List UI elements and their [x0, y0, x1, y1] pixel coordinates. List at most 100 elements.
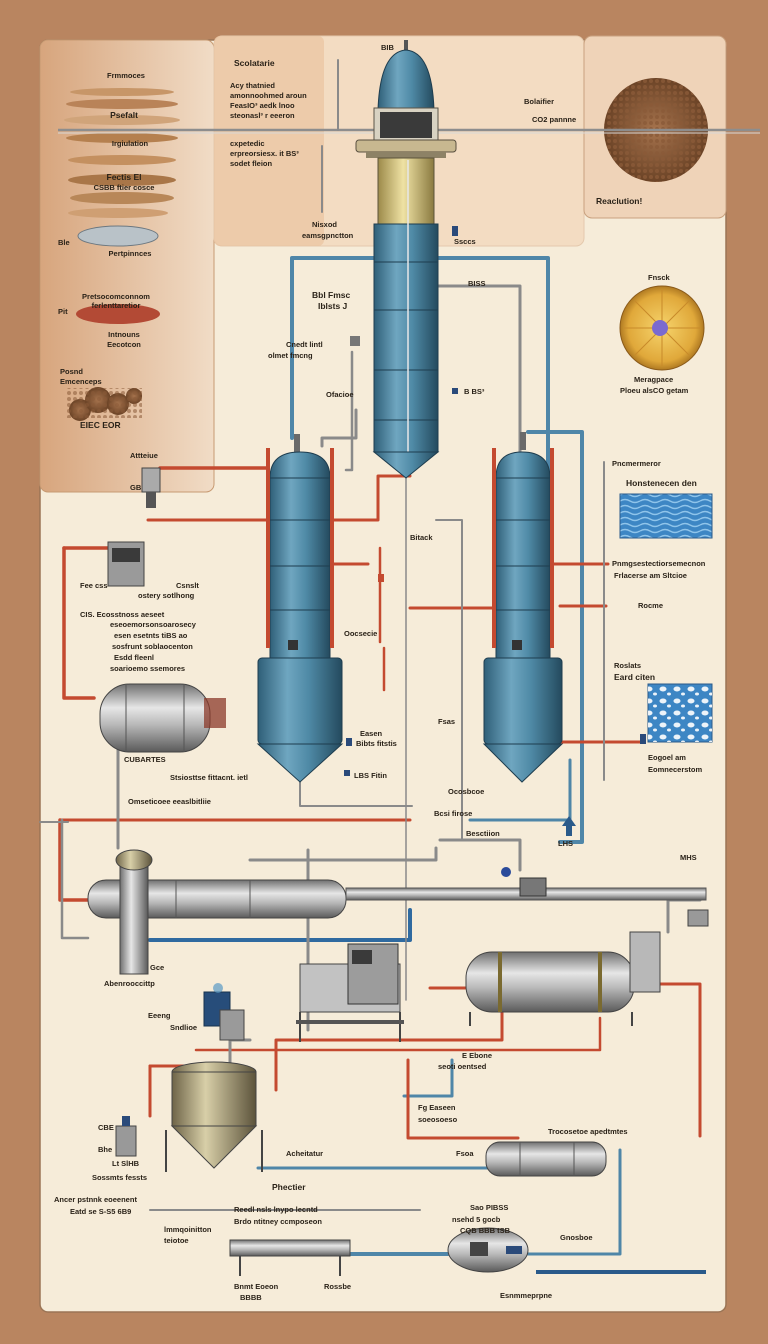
- right-reactor-vessel: [482, 432, 564, 783]
- label-besctiion: Besctiion: [466, 829, 500, 838]
- tl-label-1: Psefalt: [110, 110, 138, 120]
- label-olmet: olmet fmcng: [268, 351, 313, 360]
- central-distillation-column: [355, 40, 457, 479]
- label-bbs: B BS³: [464, 387, 485, 396]
- tl-label-10: Intnouns: [108, 330, 140, 339]
- bottom-round-tank: [447, 1227, 706, 1274]
- pipe-network: [39, 59, 702, 1256]
- label-trocosetoe: Trocosetoe apedtmtes: [548, 1127, 628, 1136]
- conical-hopper: [115, 1061, 263, 1172]
- label-brdo: Brdo ntitney ccmposeon: [234, 1217, 322, 1226]
- label-eatd: Eatd se S-S5 6B9: [70, 1207, 131, 1216]
- label-bnmt: Bnmt Eoeon: [234, 1282, 279, 1291]
- label-soeosoeso: soeosoeso: [418, 1115, 458, 1124]
- notes-line-5: erpreorsiesx. it BS³: [230, 149, 299, 158]
- label-iblsts: Iblsts J: [318, 301, 348, 311]
- notes-sub-0: Nisxod: [312, 220, 337, 229]
- label-oocsecie: Oocsecie: [344, 629, 377, 638]
- notes-sub-1: eamsgpnctton: [302, 231, 354, 240]
- left-reactor-vessel: [256, 434, 344, 783]
- label-eseoemor: eseoemorsonsoarosecy: [110, 620, 197, 629]
- label-sndlioe: Sndlioe: [170, 1023, 197, 1032]
- label-meragpace: Meragpace: [634, 375, 673, 384]
- label-eeeng: Eeeng: [148, 1011, 171, 1020]
- label-lhs: LHS: [558, 839, 573, 848]
- label-nsehd: nsehd 5 gocb: [452, 1215, 501, 1224]
- tl-label-9: Pit: [58, 307, 68, 316]
- label-pnmgse: Pnmgsestectiorsemecnon: [612, 559, 706, 568]
- label-csnslt: Csnslt: [176, 581, 199, 590]
- label-soarioemo: soarioemo ssemores: [110, 664, 185, 673]
- label-gnosboe: Gnosboe: [560, 1233, 593, 1242]
- notes-line-2: FeasIO³ aedk lnoo: [230, 101, 295, 110]
- sun-core: [652, 320, 668, 336]
- notes-line-1: amonnoohmed aroun: [230, 91, 307, 100]
- top-left-panel: [39, 39, 215, 493]
- label-ploeu: Ploeu alsCO getam: [620, 386, 689, 395]
- label-ancer: Ancer pstnnk eoeenent: [54, 1195, 137, 1204]
- label-sossmts: Sossmts fessts: [92, 1173, 147, 1182]
- label-frlacerse: Frlacerse am Sltcioe: [614, 571, 687, 580]
- label-eomnecer: Eomnecerstom: [648, 765, 703, 774]
- tl-label-11: Eecotcon: [107, 340, 141, 349]
- small-control-box: [107, 467, 161, 587]
- label-bibts: Bibts fitstis: [356, 739, 397, 748]
- label-ocosbcoe: Ocosbcoe: [448, 787, 484, 796]
- label-lt-slhb: Lt SlHB: [112, 1159, 140, 1168]
- valve-indicators: [344, 226, 646, 776]
- tl-label-16: GB: [130, 483, 142, 492]
- label-honstenecen: Honstenecen den: [626, 478, 697, 488]
- label-roslats: Roslats: [614, 661, 641, 670]
- arrow-head-icon: [562, 816, 576, 826]
- label-finish: Fnsck: [648, 273, 671, 282]
- tl-label-4: CSBB ftier cosce: [94, 183, 155, 192]
- arrow-indicator: [566, 822, 572, 836]
- label-pncmermeror: Pncmermeror: [612, 459, 661, 468]
- wave-panel: [619, 493, 713, 539]
- right-horizontal-drum: [465, 867, 709, 1026]
- tl-label-3: Fectis El: [107, 172, 142, 182]
- label-cnedt: Cnedt lintl: [286, 340, 323, 349]
- label-acheitatur: Acheitatur: [286, 1149, 323, 1158]
- label-fg-easeen: Fg Easeen: [418, 1103, 456, 1112]
- label-cubartes: CUBARTES: [124, 755, 166, 764]
- notes-tag: BIB: [381, 43, 395, 52]
- notes-line-6: sodet fleion: [230, 159, 273, 168]
- label-ostery: ostery sotlhong: [138, 591, 195, 600]
- bottom-right-cylinder: [485, 1141, 607, 1177]
- bubble-texture: [648, 684, 712, 742]
- label-bitack: Bitack: [410, 533, 433, 542]
- label-omseticoee: Omseticoee eeaslbitliie: [128, 797, 211, 806]
- label-gce: Gce: [150, 963, 164, 972]
- label-fee-css: Fee css: [80, 581, 108, 590]
- tl-label-0: Frmmoces: [107, 71, 145, 80]
- label-biss: BISS: [468, 279, 486, 288]
- label-cqb: CQB BBB tSB: [460, 1226, 511, 1235]
- tl-label-12: Posnd: [60, 367, 83, 376]
- label-mhs: MHS: [680, 853, 697, 862]
- label-fsoa: Fsoa: [456, 1149, 474, 1158]
- label-lbs-fitin: LBS Fitin: [354, 771, 387, 780]
- soil-layers-illustration: [64, 88, 180, 421]
- bottom-conveyor: [229, 1239, 351, 1276]
- tr-caption: Reaclution!: [596, 196, 642, 206]
- label-bbbb: BBBB: [240, 1293, 262, 1302]
- label-bcsi: Bcsi firose: [434, 809, 472, 818]
- notes-line-0: Acy thatnied: [230, 81, 275, 90]
- label-esdd: Esdd fleenl: [114, 653, 154, 662]
- notes-line-3: steonasl³ r eeeron: [230, 111, 295, 120]
- label-rocme: Rocme: [638, 601, 663, 610]
- tl-label-5: Pertpinnces: [109, 249, 152, 258]
- label-lmmqo: lmmqoinitton: [164, 1225, 212, 1234]
- label-bhe: Bhe: [98, 1145, 112, 1154]
- label-phectier: Phectier: [272, 1182, 306, 1192]
- blue-pump-unit: [203, 983, 245, 1041]
- label-stsiosttse: Stsiosttse fittacnt. ietl: [170, 773, 248, 782]
- label-cis: CIS. Ecosstnoss aeseet: [80, 610, 165, 619]
- label-easen: Easen: [360, 729, 383, 738]
- left-horizontal-tank: [99, 683, 226, 753]
- label-abenroocc: Abenrooccittp: [104, 979, 155, 988]
- label-reedl: Reedl nsls lnypo lecntd: [234, 1205, 318, 1214]
- tl-label-2: Irgiulation: [112, 139, 149, 148]
